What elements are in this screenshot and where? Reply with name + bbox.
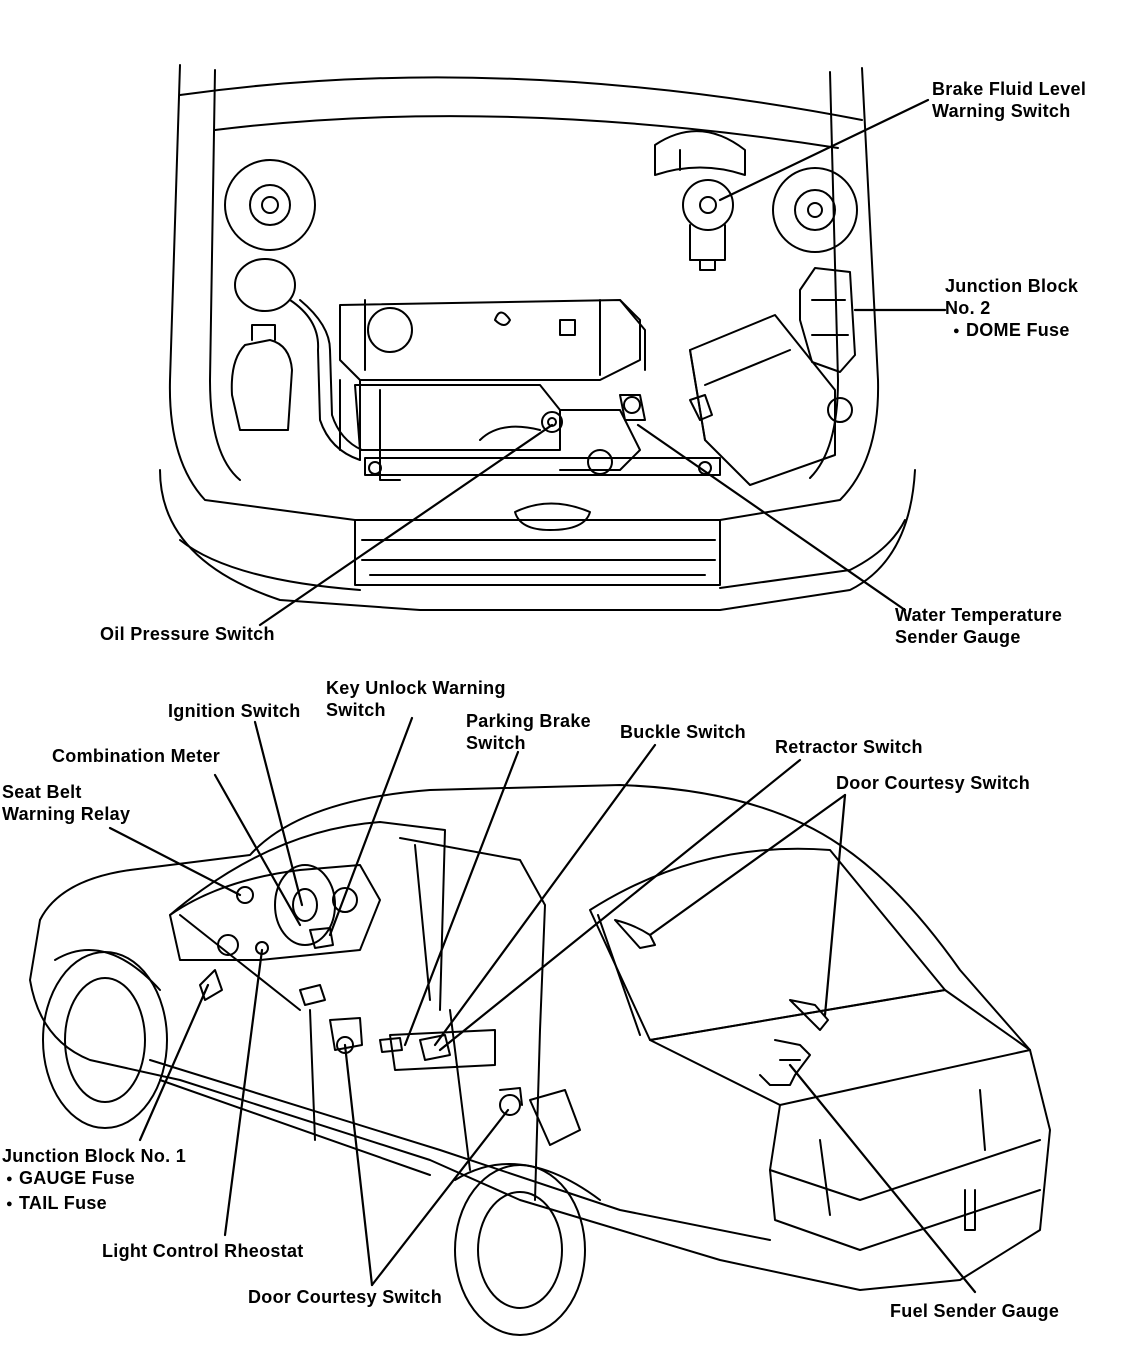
label-line: Warning Relay	[2, 804, 131, 824]
door-courtesy-switch-front-label: Door Courtesy Switch	[248, 1287, 443, 1307]
junction-block-no1-label: Junction Block No. 1 GAUGE Fuse TAIL Fus…	[2, 1145, 186, 1217]
water-temperature-sender-gauge-label: Water Temperature Sender Gauge	[895, 604, 1062, 648]
label-line: Switch	[466, 733, 526, 753]
label-line: Warning Switch	[932, 101, 1071, 121]
label-line: Parking Brake	[466, 711, 591, 731]
combination-meter-label: Combination Meter	[52, 746, 221, 766]
label-line: Junction Block No. 1	[2, 1146, 187, 1166]
label-line: Water Temperature	[895, 605, 1063, 625]
parking-brake-switch-label: Parking Brake Switch	[466, 710, 591, 754]
fuel-sender-gauge-label: Fuel Sender Gauge	[890, 1301, 1060, 1321]
junction-block-no2-label: Junction Block No. 2 DOME Fuse	[945, 275, 1078, 344]
buckle-switch-label: Buckle Switch	[620, 722, 746, 742]
oil-pressure-switch-label: Oil Pressure Switch	[100, 624, 275, 644]
leader-lines	[108, 98, 977, 1294]
dome-fuse-item: DOME Fuse	[953, 319, 1078, 344]
label-line: Junction Block	[945, 276, 1079, 296]
label-line: Sender Gauge	[895, 627, 1021, 647]
engine-bay-drawing	[159, 64, 916, 611]
key-unlock-warning-switch-label: Key Unlock Warning Switch	[326, 677, 506, 721]
ignition-switch-label: Ignition Switch	[168, 701, 301, 721]
gauge-fuse-item: GAUGE Fuse	[6, 1167, 186, 1192]
brake-fluid-level-warning-switch-label: Brake Fluid Level Warning Switch	[932, 78, 1086, 122]
tail-fuse-item: TAIL Fuse	[6, 1192, 186, 1217]
door-courtesy-switch-rear-label: Door Courtesy Switch	[836, 773, 1031, 793]
label-line: Switch	[326, 700, 386, 720]
label-line: Key Unlock Warning	[326, 678, 506, 698]
seat-belt-warning-relay-label: Seat Belt Warning Relay	[2, 781, 130, 825]
label-line: No. 2	[945, 298, 991, 318]
label-line: Seat Belt	[2, 782, 82, 802]
retractor-switch-label: Retractor Switch	[775, 737, 923, 757]
label-line: Brake Fluid Level	[932, 79, 1087, 99]
light-control-rheostat-label: Light Control Rheostat	[102, 1241, 304, 1261]
